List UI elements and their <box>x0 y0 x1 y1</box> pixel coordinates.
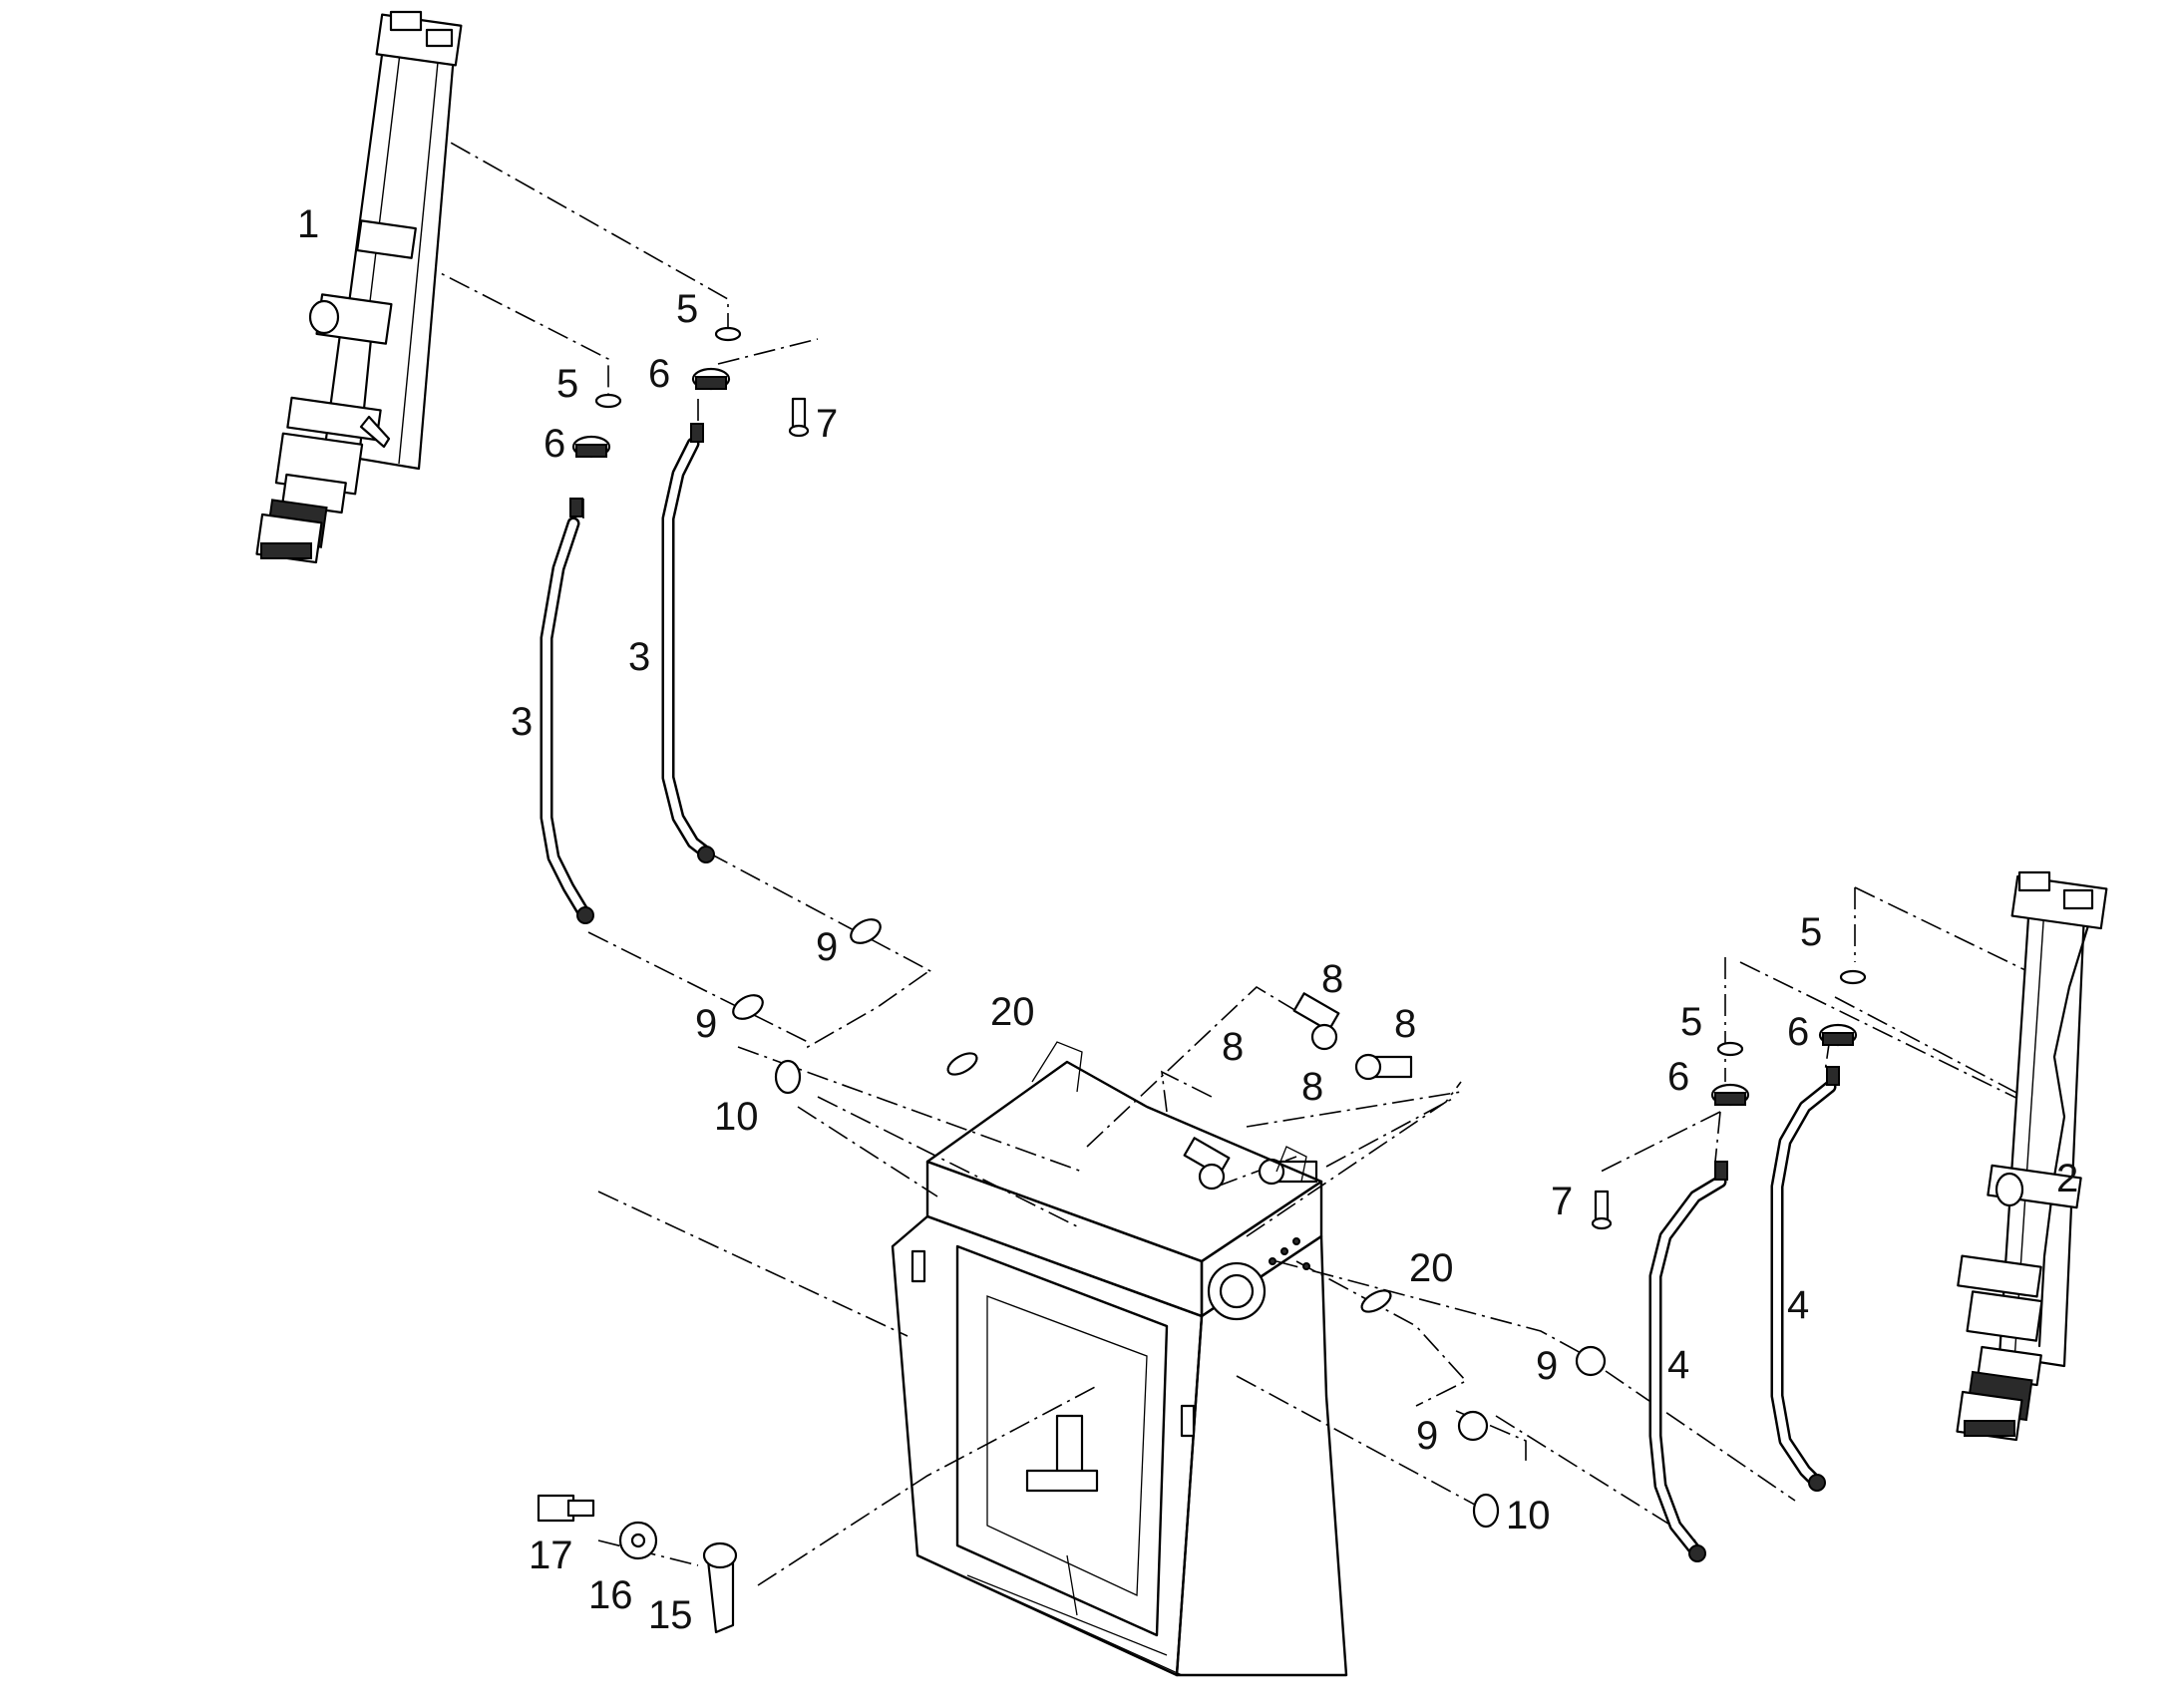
callout-6c: 6 <box>1667 1055 1689 1099</box>
callout-8c: 8 <box>1394 1002 1416 1046</box>
callout-6b: 6 <box>544 422 565 466</box>
hose-4-right <box>1770 1066 1840 1492</box>
callout-9a: 9 <box>816 925 838 969</box>
callout-5a: 5 <box>676 287 698 331</box>
callout-6d: 6 <box>1787 1010 1809 1054</box>
callout-1: 1 <box>297 202 319 246</box>
o-rings <box>732 918 1607 1442</box>
callout-4a: 4 <box>1667 1343 1689 1387</box>
callout-3b: 3 <box>628 635 650 679</box>
clips <box>774 1059 1500 1529</box>
callout-20b: 20 <box>1409 1246 1454 1290</box>
callout-9b: 9 <box>695 1002 717 1046</box>
hose-4-left <box>1648 1161 1728 1562</box>
leader-lines <box>383 124 2035 1586</box>
callout-20a: 20 <box>990 990 1035 1034</box>
flange-blocks <box>571 367 1858 1107</box>
elbow-fittings <box>1183 992 1413 1191</box>
gaskets <box>946 1052 1392 1313</box>
callout-7b: 7 <box>1551 1180 1573 1223</box>
callout-2: 2 <box>2056 1157 2078 1200</box>
callout-3a: 3 <box>511 700 533 744</box>
callout-4b: 4 <box>1787 1283 1809 1327</box>
callout-8d: 8 <box>1301 1065 1323 1109</box>
seal-washers <box>594 326 1867 1057</box>
callout-7a: 7 <box>816 402 838 446</box>
callout-8a: 8 <box>1321 957 1343 1001</box>
tank-frame <box>891 1041 1348 1677</box>
lug-washer-bolt <box>537 1494 738 1634</box>
callout-6a: 6 <box>648 352 670 396</box>
callout-15: 15 <box>648 1593 693 1637</box>
callout-10b: 10 <box>1506 1494 1551 1537</box>
callout-16: 16 <box>588 1573 633 1617</box>
cylinder-right <box>1956 870 2108 1442</box>
callout-9d: 9 <box>1416 1414 1438 1458</box>
callout-5c: 5 <box>1680 1000 1702 1044</box>
hose-3-right <box>661 423 715 863</box>
callout-5b: 5 <box>556 362 578 406</box>
bolts <box>788 397 1613 1230</box>
callout-labels: 1 2 3 3 4 4 5 5 5 5 6 6 6 6 7 7 8 8 8 8 … <box>297 202 2078 1637</box>
callout-9c: 9 <box>1536 1344 1558 1388</box>
callout-10a: 10 <box>714 1095 759 1139</box>
callout-17: 17 <box>529 1534 573 1577</box>
callout-8b: 8 <box>1222 1025 1244 1069</box>
hose-3-left <box>540 498 594 924</box>
cylinder-left <box>255 10 463 564</box>
callout-5d: 5 <box>1800 910 1822 954</box>
